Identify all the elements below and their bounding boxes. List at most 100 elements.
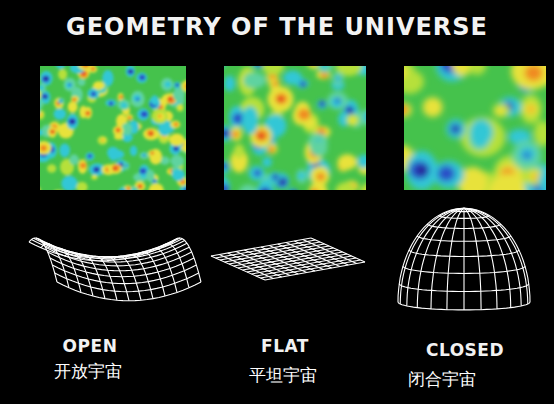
cmb-spot — [277, 96, 283, 102]
cmb-spot — [151, 95, 158, 105]
cmb-spot — [112, 164, 120, 171]
cmb-spot — [71, 96, 79, 102]
cmb-spot — [224, 184, 229, 190]
cmb-spot — [148, 150, 155, 156]
cmb-spot — [409, 161, 429, 180]
cmb-spot — [126, 66, 135, 77]
cmb-spot — [255, 66, 263, 67]
cmb-spot — [294, 101, 311, 123]
cmb-spot — [137, 108, 149, 120]
cmb-spot — [113, 167, 117, 171]
cmb-spot — [109, 101, 114, 106]
cmb-spot — [123, 162, 129, 170]
geometry-name: FLAT — [261, 337, 309, 356]
cmb-spot — [101, 138, 106, 143]
cmb-spot — [137, 184, 143, 189]
cmb-spot — [310, 166, 329, 186]
cmb-spot — [158, 114, 162, 118]
cmb-spot — [337, 154, 357, 169]
cmb-spot — [335, 98, 341, 103]
cmb-spot — [139, 152, 149, 159]
cmb-spot — [98, 136, 108, 145]
cmb-spot — [141, 153, 146, 157]
saddle-grid — [89, 256, 117, 300]
cmb-spot — [42, 76, 49, 83]
cmb-spot — [130, 146, 138, 156]
saddle-grid — [101, 257, 129, 301]
cmb-spot — [286, 188, 298, 190]
cmb-spot — [172, 169, 185, 181]
cmb-spot — [88, 154, 93, 158]
cmb-spot — [254, 170, 261, 177]
cmb-spot — [320, 103, 323, 106]
dome-meridian — [464, 208, 481, 309]
cmb-spot — [224, 176, 230, 190]
cmb-spot — [259, 187, 271, 190]
cmb-spot — [267, 86, 293, 112]
cmb-spot — [331, 97, 343, 108]
cmb-spot — [404, 108, 405, 113]
dome-meridian — [431, 208, 464, 309]
cmb-spot — [67, 114, 79, 130]
cmb-spot — [268, 172, 281, 183]
cmb-spot — [173, 146, 179, 151]
cmb-spot — [238, 184, 258, 190]
cmb-spot — [335, 182, 355, 190]
cmb-spot — [185, 189, 186, 190]
cmb-spots — [404, 66, 546, 190]
cmb-spot — [50, 129, 56, 134]
flat-grid — [311, 238, 365, 262]
saddle-grid — [57, 282, 201, 301]
cmb-spot — [93, 81, 105, 89]
cmb-spot — [80, 163, 86, 169]
cmb-spot — [133, 95, 141, 102]
cmb-ground — [40, 66, 186, 190]
cmb-spot — [404, 105, 407, 114]
cmb-spot — [54, 98, 64, 109]
cmb-spot — [176, 85, 178, 87]
geometry-name: OPEN — [63, 337, 118, 356]
cmb-spot — [404, 102, 412, 117]
dome-meridian — [417, 208, 464, 307]
dome-parallel — [403, 266, 525, 273]
cmb-spot — [417, 166, 427, 175]
cmb-spot — [180, 180, 185, 185]
saddle-grid — [65, 252, 93, 296]
cmb-spot — [47, 164, 56, 172]
cmb-spot — [450, 124, 461, 134]
cmb-spots — [224, 66, 366, 190]
cmb-spot — [268, 146, 275, 152]
cmb-spot — [232, 131, 239, 138]
cmb-spot — [151, 152, 153, 154]
cmb-spot — [101, 139, 104, 141]
cmb-spot — [267, 144, 277, 154]
cmb-spot — [146, 170, 154, 182]
cmb-spot — [181, 80, 186, 92]
cmb-spot — [532, 174, 538, 180]
cmb-spot — [327, 92, 348, 110]
cmb-spot — [519, 146, 535, 161]
cmb-spot — [71, 120, 75, 123]
cmb-spot — [53, 109, 66, 120]
cmb-spot — [40, 145, 47, 151]
cmb-spot — [66, 82, 72, 88]
cmb-spot — [242, 107, 258, 135]
cmb-spot — [91, 92, 96, 97]
cmb-spot — [184, 187, 186, 190]
cmb-spot — [107, 147, 119, 159]
cmb-spot — [58, 69, 67, 80]
cmb-spot — [40, 114, 42, 117]
cmb-spot — [143, 128, 159, 140]
flat-grid — [265, 262, 365, 280]
cmb-spot — [224, 163, 228, 169]
saddle-grid — [173, 238, 201, 282]
cmb-spot — [335, 76, 341, 82]
cmb-spot — [470, 119, 493, 145]
cmb-spot — [174, 122, 179, 126]
cmb-spot — [404, 66, 407, 79]
cmb-spot — [404, 66, 415, 86]
cmb-spot — [332, 72, 344, 86]
cmb-spot — [357, 154, 366, 168]
cmb-spot — [93, 175, 97, 178]
cmb-spot — [406, 151, 438, 190]
